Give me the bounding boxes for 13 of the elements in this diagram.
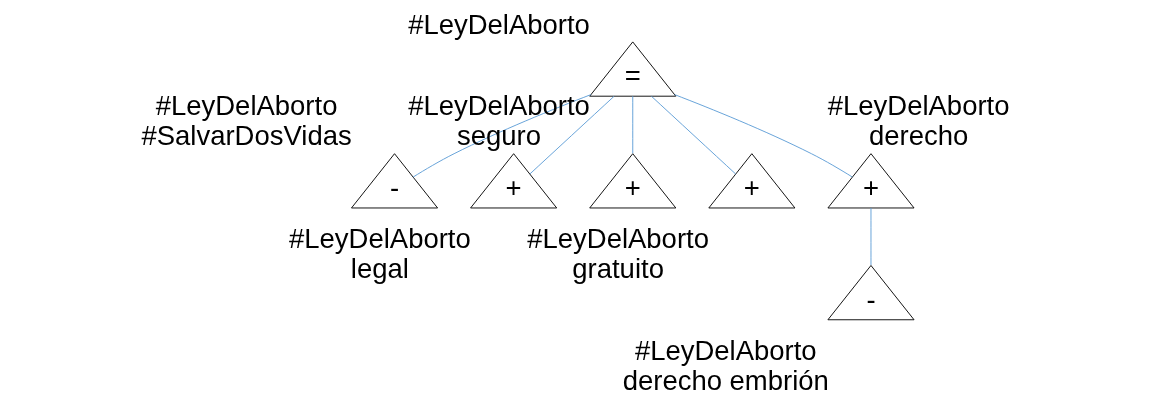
connector xyxy=(529,95,615,175)
connector xyxy=(650,95,737,175)
node-label: #LeyDelAborto seguro xyxy=(408,90,590,152)
node-label: #LeyDelAborto #SalvarDosVidas xyxy=(141,90,352,152)
node-label: #LeyDelAborto xyxy=(408,8,590,40)
node-label: #LeyDelAborto derecho embrión xyxy=(622,334,829,397)
node-label: #LeyDelAborto legal xyxy=(289,223,471,285)
connector xyxy=(632,95,634,154)
connector xyxy=(674,94,853,178)
node-label: #LeyDelAborto derecho xyxy=(827,90,1010,152)
connector xyxy=(412,94,592,178)
node-label: #LeyDelAborto gratuito xyxy=(527,223,709,285)
connector xyxy=(870,207,872,266)
